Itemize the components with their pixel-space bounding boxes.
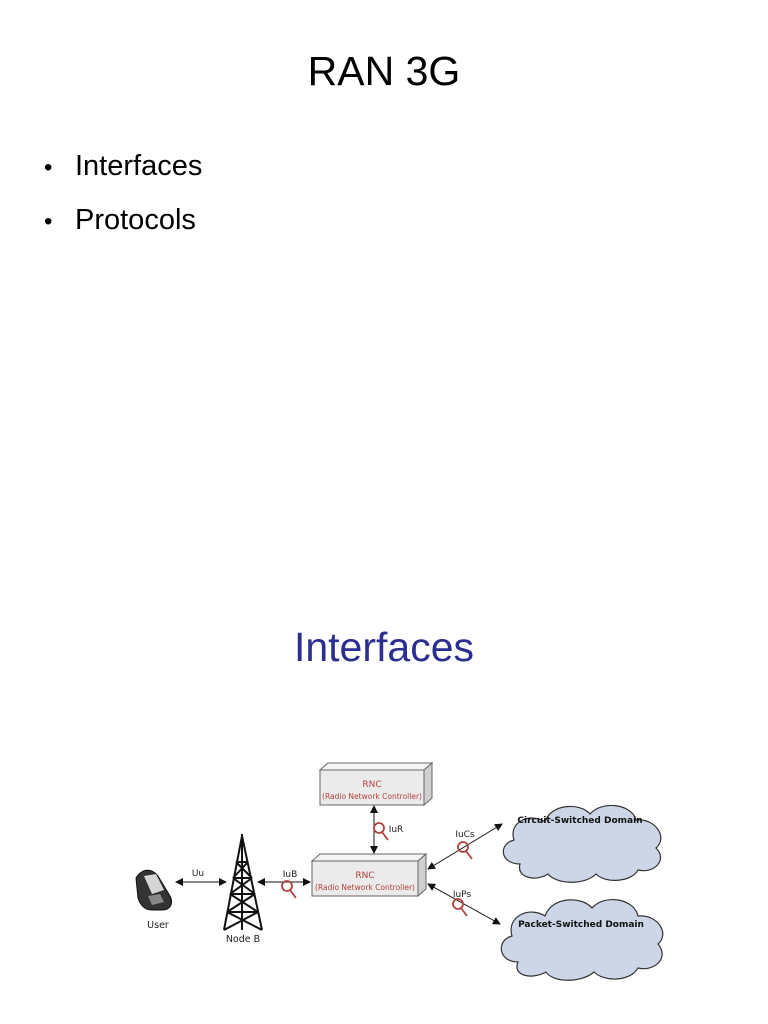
nodeb-label: Node B	[226, 934, 260, 945]
rnc-top-box: RNC (Radio Network Controller)	[318, 761, 434, 807]
bullet-text: Protocols	[75, 204, 196, 236]
iub-label: IuB	[283, 870, 298, 880]
rnc-main-box: RNC (Radio Network Controller)	[310, 852, 428, 898]
bullet-icon: •	[44, 208, 53, 235]
bullet-item: • Interfaces	[44, 140, 202, 194]
link-iups	[427, 883, 501, 925]
magnifier-icon	[373, 822, 389, 841]
slide-2: Interfaces RNC (Radio Network Controller…	[0, 512, 768, 1024]
magnifier-icon	[281, 880, 297, 899]
bullet-item: • Protocols	[44, 194, 202, 248]
ran-interfaces-diagram: RNC (Radio Network Controller) RNC (Radi…	[135, 761, 664, 981]
bullet-icon: •	[44, 154, 53, 181]
circuit-switched-cloud: Circuit-Switched Domain	[502, 804, 662, 883]
uu-label: Uu	[192, 869, 204, 879]
iucs-label: IuCs	[455, 830, 475, 840]
rnc-top-title: RNC	[362, 780, 381, 790]
circuit-switched-label: Circuit-Switched Domain	[517, 816, 642, 826]
tower-icon	[223, 834, 263, 931]
slide-title: Interfaces	[293, 624, 475, 670]
rnc-top-subtitle: (Radio Network Controller)	[322, 792, 422, 801]
bullet-list: • Interfaces • Protocols	[44, 140, 202, 248]
user-label: User	[147, 920, 169, 931]
iups-label: IuPs	[453, 890, 472, 900]
rnc-main-subtitle: (Radio Network Controller)	[315, 883, 415, 892]
magnifier-icon	[452, 898, 468, 917]
rnc-main-title: RNC	[355, 871, 374, 881]
phone-icon	[135, 869, 173, 911]
bullet-text: Interfaces	[75, 150, 203, 182]
iur-label: IuR	[389, 825, 404, 835]
packet-switched-cloud: Packet-Switched Domain	[500, 899, 664, 981]
packet-switched-label: Packet-Switched Domain	[518, 920, 644, 930]
magnifier-icon	[457, 841, 473, 860]
slide-title: RAN 3G	[307, 48, 461, 94]
link-iucs	[427, 823, 503, 870]
slide-1: RAN 3G • Interfaces • Protocols	[44, 48, 461, 248]
